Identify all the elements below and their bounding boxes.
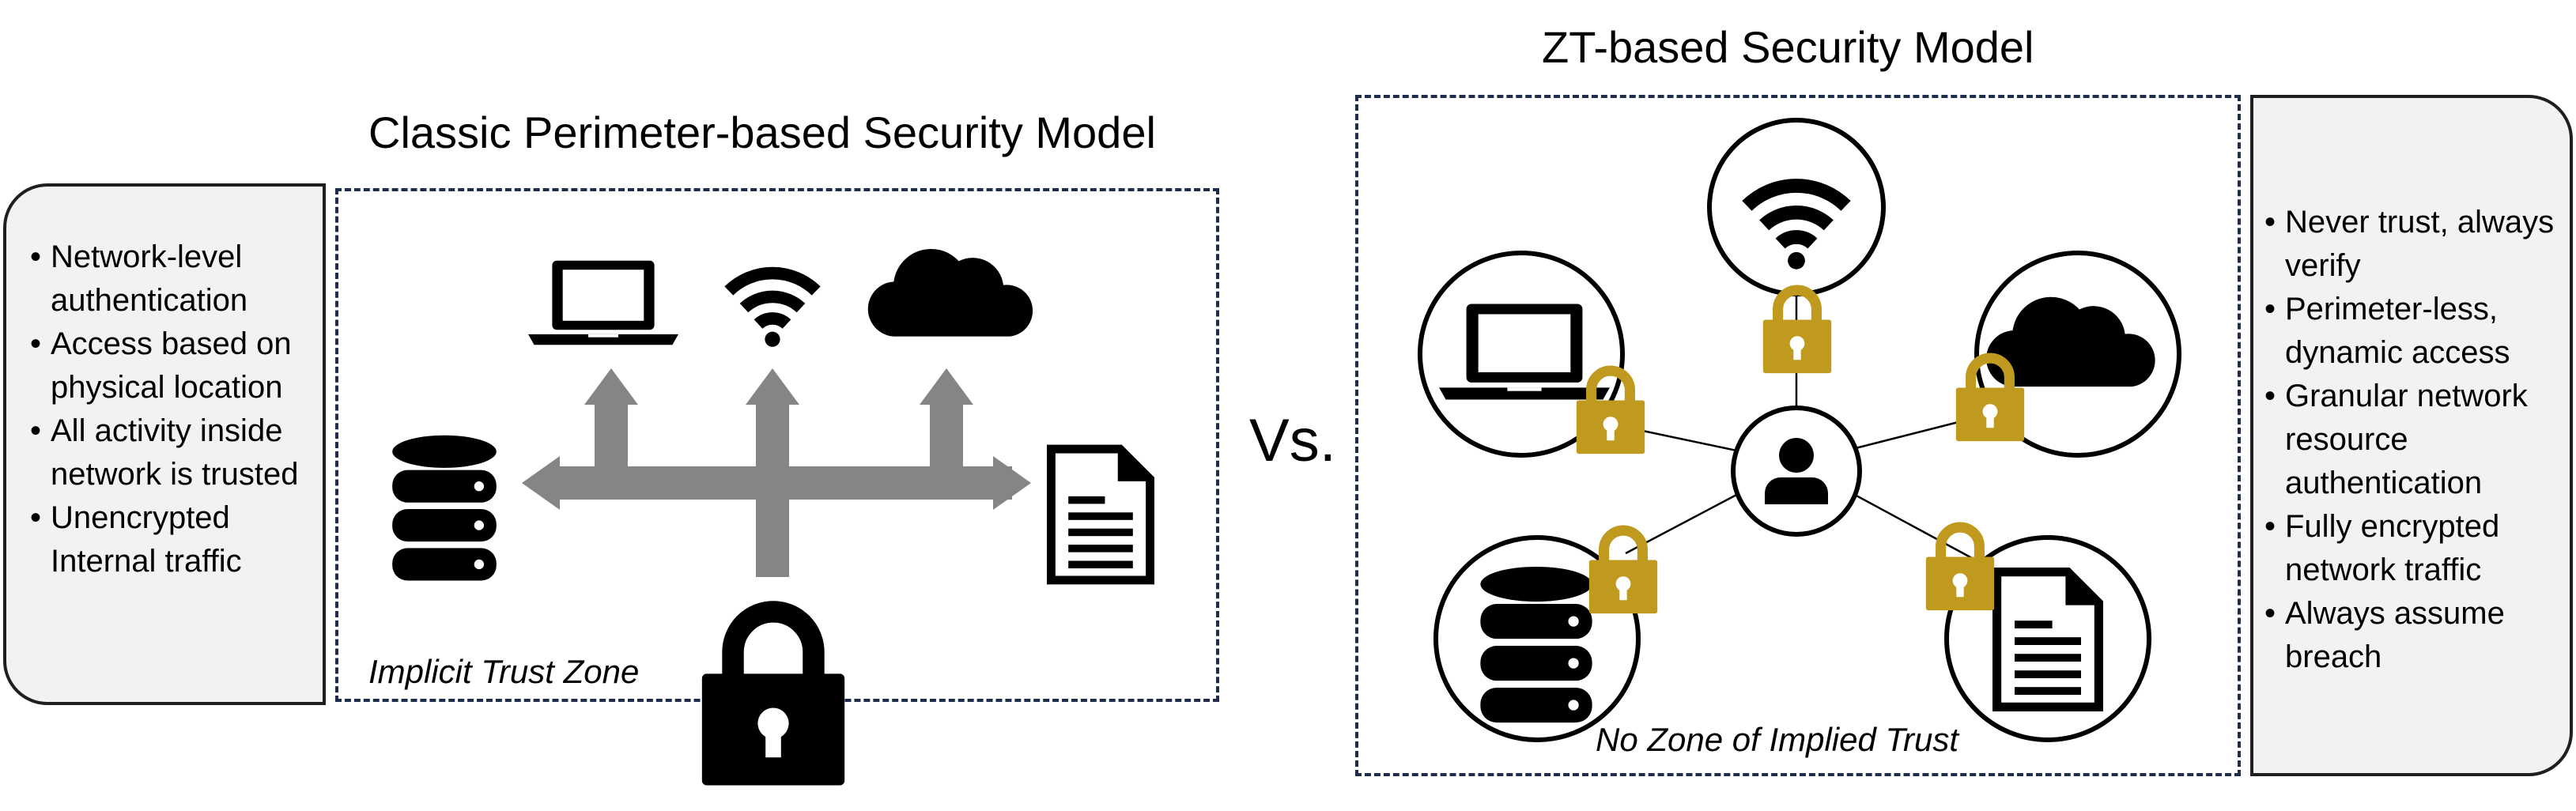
wifi-icon [729,273,816,347]
network-arrows [522,368,1031,577]
zt-feature-item: Granular network resource authentication [2264,375,2560,505]
padlock-icon [702,612,844,786]
zt-feature-item: Never trust, always verify [2264,201,2560,288]
database-icon [392,435,497,581]
classic-feature-item: Unencrypted Internal traffic [30,496,310,583]
classic-feature-item: Network-level authentication [30,236,310,323]
zt-feature-item: Fully encrypted network traffic [2264,505,2560,592]
zt-feature-item: Perimeter-less, dynamic access [2264,288,2560,375]
implicit-trust-zone-label: Implicit Trust Zone [368,653,640,690]
classic-feature-item: All activity inside network is trusted [30,409,310,496]
zt-features-panel: Never trust, always verify Perimeter-les… [2250,95,2573,776]
document-icon [1997,572,2099,707]
classic-model-title: Classic Perimeter-based Security Model [368,108,1156,157]
laptop-icon [528,260,678,345]
classic-features-panel: Network-level authentication Access base… [3,183,326,705]
classic-features-list: Network-level authentication Access base… [30,236,310,583]
no-implied-trust-zone [1355,95,2241,776]
document-icon [1051,449,1150,580]
zt-feature-item: Always assume breach [2264,592,2560,679]
no-implied-trust-zone-label: No Zone of Implied Trust [1596,721,1959,758]
classic-feature-item: Access based on physical location [30,323,310,409]
zt-features-list: Never trust, always verify Perimeter-les… [2264,201,2560,679]
versus-label: Vs. [1249,407,1336,474]
zt-model-title: ZT-based Security Model [1542,22,2034,72]
cloud-icon [867,248,1033,337]
